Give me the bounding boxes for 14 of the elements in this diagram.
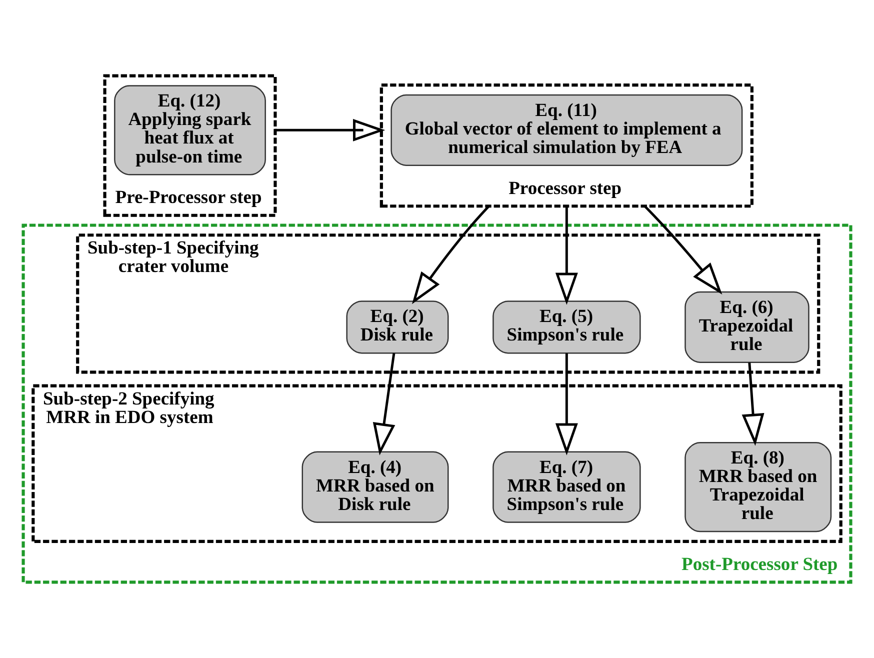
arrow <box>555 206 578 305</box>
node-box: Eq. (12) Applying spark heat flux at pulse-on time <box>114 85 266 176</box>
node-box: Eq. (7) MRR based on Simpson's rule <box>492 451 641 523</box>
arrow <box>555 353 578 456</box>
node-box: Eq. (4) MRR based on Disk rule <box>302 451 449 523</box>
node-box: Eq. (11) Global vector of element to implement a numerical simulation by FEA <box>390 94 743 166</box>
node-box: Eq. (6) Trapezoidal rule <box>684 291 810 363</box>
arrow <box>275 118 386 142</box>
arrow <box>742 362 764 446</box>
node-box: Eq. (2) Disk rule <box>346 300 449 354</box>
node-box: Eq. (5) Simpson's rule <box>492 300 641 354</box>
arrow <box>372 353 396 456</box>
arrow <box>644 205 722 294</box>
node-box: Eq. (8) MRR based on Trapezoidal rule <box>684 442 832 532</box>
